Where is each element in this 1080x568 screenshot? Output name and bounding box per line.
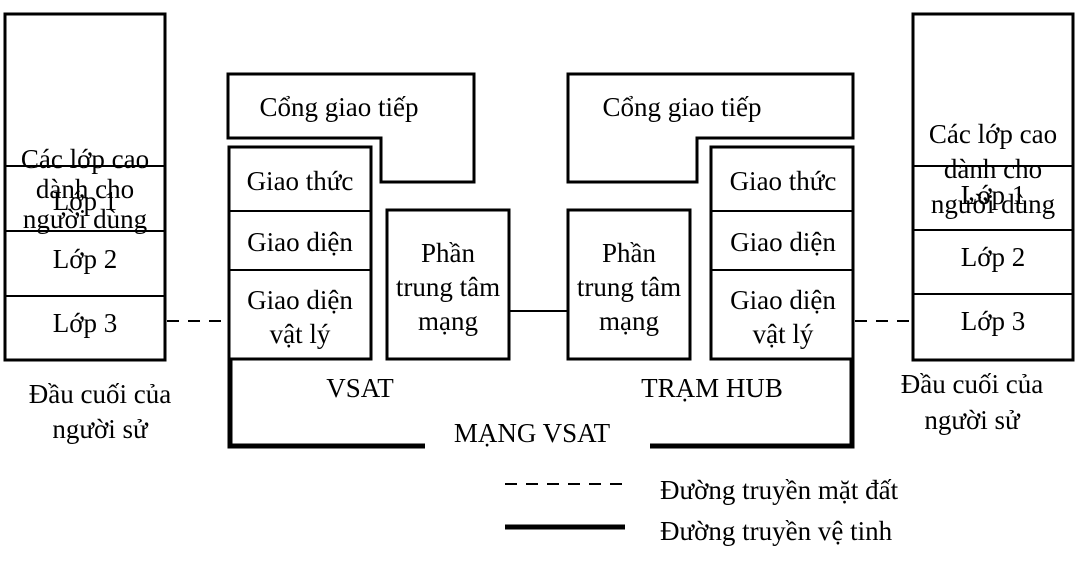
right-terminal-caption-line1: Đầu cuối của [901,369,1043,399]
left-layer1-label: Lớp 1 [53,186,118,216]
vsat-gateway-box [226,72,476,184]
vsat-protocol-stack [227,145,373,361]
network-label: MẠNG VSAT [454,418,611,448]
vsat-physical-interface-line1: Giao diện [247,285,353,315]
vsat-network-frame: MẠNG VSAT [227,360,855,449]
right-upper-layers-line3: người dùng [931,189,1055,219]
right-layer3-label: Lớp 3 [961,306,1026,336]
hub-protocol-stack [709,145,855,361]
vsat-label: VSAT [326,373,394,403]
vsat-gateway-label: Cổng giao tiếp [260,92,419,122]
right-layer1-label: Lớp 1 [961,180,1026,210]
hub-protocol-label: Giao thức [730,166,837,196]
vsat-network-core-line1: Phần [421,238,476,268]
right-terminal-caption-line2: người sử [924,405,1021,435]
legend-satellite-label: Đường truyền vệ tinh [660,516,893,546]
left-layer2-label: Lớp 2 [53,244,118,274]
right-upper-layers-line2: dành cho [944,154,1042,184]
left-upper-layers-line2: dành cho [36,174,134,204]
right-terminal-stack [911,12,1075,362]
vsat-network-core-box [385,208,511,361]
legend-terrestrial-label: Đường truyền mặt đất [660,475,899,505]
vsat-physical-interface-line2: vật lý [270,319,331,349]
left-terminal: Lớp 1 Các lớp cao dành cho người dùng Lớ… [3,12,171,444]
hub-network-core-line1: Phần [602,238,657,268]
hub-physical-interface-line2: vật lý [753,319,814,349]
vsat-station: Cổng giao tiếp Giao thức Giao diện Giao … [226,72,511,403]
hub-station: Cổng giao tiếp Phần trung tâm mạng Giao … [566,72,855,403]
hub-interface-label: Giao diện [730,227,836,257]
hub-network-core-line2: trung tâm [577,272,681,302]
hub-network-core-line3: mạng [599,306,659,336]
hub-gateway-label: Cổng giao tiếp [603,92,762,122]
left-upper-layers-line3: người dùng [23,204,147,234]
hub-network-core-box [566,208,692,361]
vsat-protocol-label: Giao thức [247,166,354,196]
hub-physical-interface-line1: Giao diện [730,285,836,315]
vsat-interface-label: Giao diện [247,227,353,257]
left-terminal-stack [3,12,167,362]
left-upper-layers-line1: Các lớp cao [21,144,149,174]
left-layer3-label: Lớp 3 [53,308,118,338]
vsat-network-core-line3: mạng [418,306,478,336]
right-terminal: Lớp 1 Các lớp cao dành cho người dùng Lớ… [901,12,1075,435]
hub-label: TRẠM HUB [641,373,783,403]
legend: Đường truyền mặt đất Đường truyền vệ tin… [505,475,899,546]
vsat-network-core-line2: trung tâm [396,272,500,302]
hub-gateway-box [566,72,855,184]
left-terminal-caption-line2: người sử [52,414,149,444]
left-terminal-caption-line1: Đầu cuối của [29,379,171,409]
right-upper-layers-line1: Các lớp cao [929,119,1057,149]
right-layer2-label: Lớp 2 [961,242,1026,272]
